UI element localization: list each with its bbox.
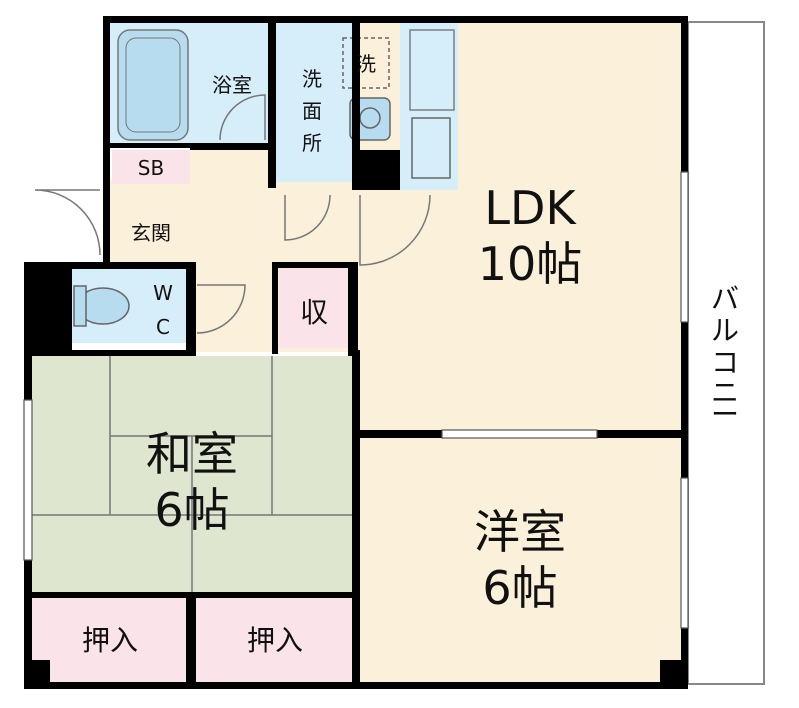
bathtub-inner — [125, 37, 181, 133]
window-ldk-balcony — [680, 171, 689, 323]
entrance-label: 玄関 — [131, 221, 171, 245]
ldk-name-label: LDK — [484, 181, 577, 235]
bathtub-icon — [117, 29, 189, 141]
washitsu-name-label: 和室 — [146, 427, 238, 481]
balcony-area — [687, 21, 765, 685]
toilet-tank-icon — [73, 285, 87, 327]
washitsu-size-label: 6帖 — [154, 483, 229, 537]
window-washitsu-left — [23, 399, 33, 561]
washroom-label-2: 面 — [302, 99, 322, 123]
labels: 浴室 洗 面 所 洗 SB 玄関 W C 収 LDK 10帖 和室 6帖 洋室 … — [82, 52, 739, 657]
closet-right-label: 押入 — [247, 624, 303, 657]
storage-label: 収 — [300, 296, 328, 329]
balcony-label-3: コ — [711, 346, 739, 379]
youshitsu-floor — [358, 436, 685, 686]
closet-left-fill — [32, 598, 188, 684]
window-youshitsu-balcony — [680, 477, 689, 629]
washer-label: 洗 — [356, 52, 376, 76]
fridge-icon — [409, 29, 455, 111]
door-swings — [34, 94, 431, 334]
washroom-floor — [275, 22, 355, 182]
ldk-door-arc — [359, 194, 431, 266]
balcony-label-5: ー — [711, 398, 739, 431]
balcony-label-1: バ — [711, 282, 739, 315]
windows — [23, 171, 689, 629]
shoebox-label: SB — [138, 156, 164, 180]
bath-door-arc — [219, 94, 266, 141]
wc-door-arc — [196, 284, 246, 334]
closet-left-label: 押入 — [82, 624, 138, 657]
balcony-label-4: ニ — [711, 376, 739, 409]
storage-fill — [279, 268, 349, 348]
bath-label: 浴室 — [212, 73, 252, 97]
wc-label-w: W — [153, 281, 173, 305]
washroom-label-3: 所 — [302, 131, 322, 155]
ldk-size-label: 10帖 — [478, 237, 583, 291]
youshitsu-size-label: 6帖 — [482, 561, 557, 615]
window-ldk-youshitsu — [441, 429, 598, 439]
stove-icon — [411, 117, 451, 179]
tatami-lines — [32, 356, 354, 598]
wc-label-c: C — [156, 315, 170, 339]
closet-right-fill — [196, 598, 354, 684]
entrance-floor — [110, 180, 195, 266]
youshitsu-name-label: 洋室 — [474, 505, 566, 559]
washer-pan-icon — [342, 37, 390, 89]
balcony-label-2: ル — [711, 314, 739, 347]
washroom-door-arc — [284, 194, 331, 241]
washitsu-floor — [32, 356, 354, 598]
fixtures — [73, 29, 455, 327]
shoebox-fill — [112, 150, 190, 184]
entrance-door-arc — [34, 189, 101, 256]
washroom-label-1: 洗 — [302, 67, 322, 91]
